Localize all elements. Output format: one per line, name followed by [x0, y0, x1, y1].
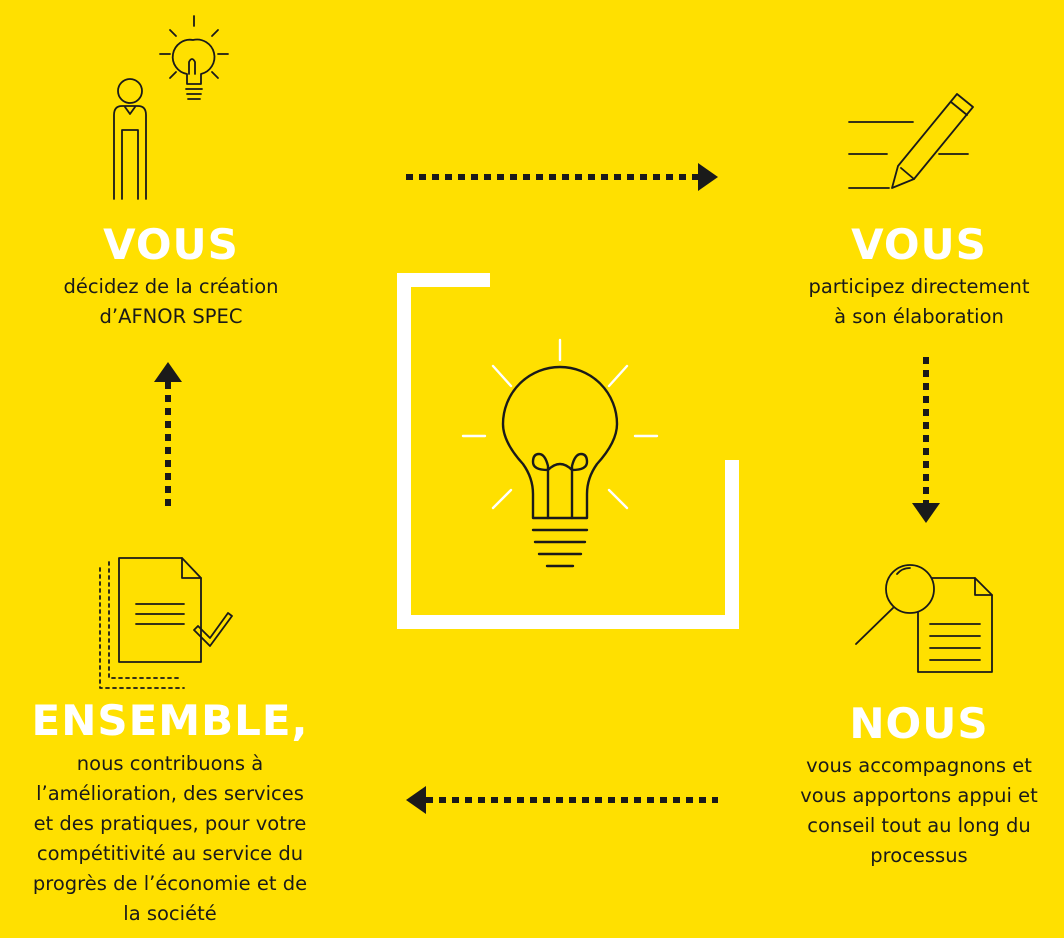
- description-line: processus: [870, 844, 968, 867]
- lightbulb-icon: [461, 338, 659, 568]
- description-line: décidez de la création: [63, 275, 279, 298]
- description-line: d’AFNOR SPEC: [99, 305, 243, 328]
- magnifier-document-icon: [855, 564, 993, 673]
- step-top-left-title: VOUS: [103, 220, 239, 269]
- description-line: l’amélioration, des services: [36, 782, 304, 805]
- description-line: à son élaboration: [834, 305, 1004, 328]
- step-bottom-right-title: NOUS: [849, 699, 989, 748]
- step-top-right-description: participez directement à son élaboration: [770, 272, 1064, 332]
- description-line: et des pratiques, pour votre: [33, 812, 307, 835]
- step-bottom-left-description: nous contribuons à l’amélioration, des s…: [0, 749, 340, 929]
- step-top-left-description: décidez de la création d’AFNOR SPEC: [30, 272, 312, 332]
- center-frame: [397, 273, 739, 629]
- description-line: participez directement: [808, 275, 1030, 298]
- description-line: vous apportons appui et: [800, 784, 1038, 807]
- arrow-up: [154, 362, 182, 508]
- person-with-idea-icon: [113, 15, 229, 200]
- description-line: progrès de l’économie et de: [32, 872, 308, 895]
- arrow-right: [406, 163, 718, 191]
- description-line: nous contribuons à: [76, 752, 264, 775]
- arrow-down: [912, 357, 940, 523]
- description-line: conseil tout au long du: [807, 814, 1031, 837]
- description-line: compétitivité au service du: [36, 842, 304, 865]
- arrow-left: [406, 786, 718, 814]
- approved-documents-icon: [99, 557, 233, 689]
- step-bottom-left-title: ENSEMBLE,: [31, 696, 309, 745]
- pencil-writing-icon: [848, 93, 974, 189]
- step-top-right-title: VOUS: [851, 220, 987, 269]
- step-bottom-right-description: vous accompagnons et vous apportons appu…: [770, 751, 1064, 871]
- description-line: vous accompagnons et: [806, 754, 1032, 777]
- description-line: la société: [123, 902, 217, 925]
